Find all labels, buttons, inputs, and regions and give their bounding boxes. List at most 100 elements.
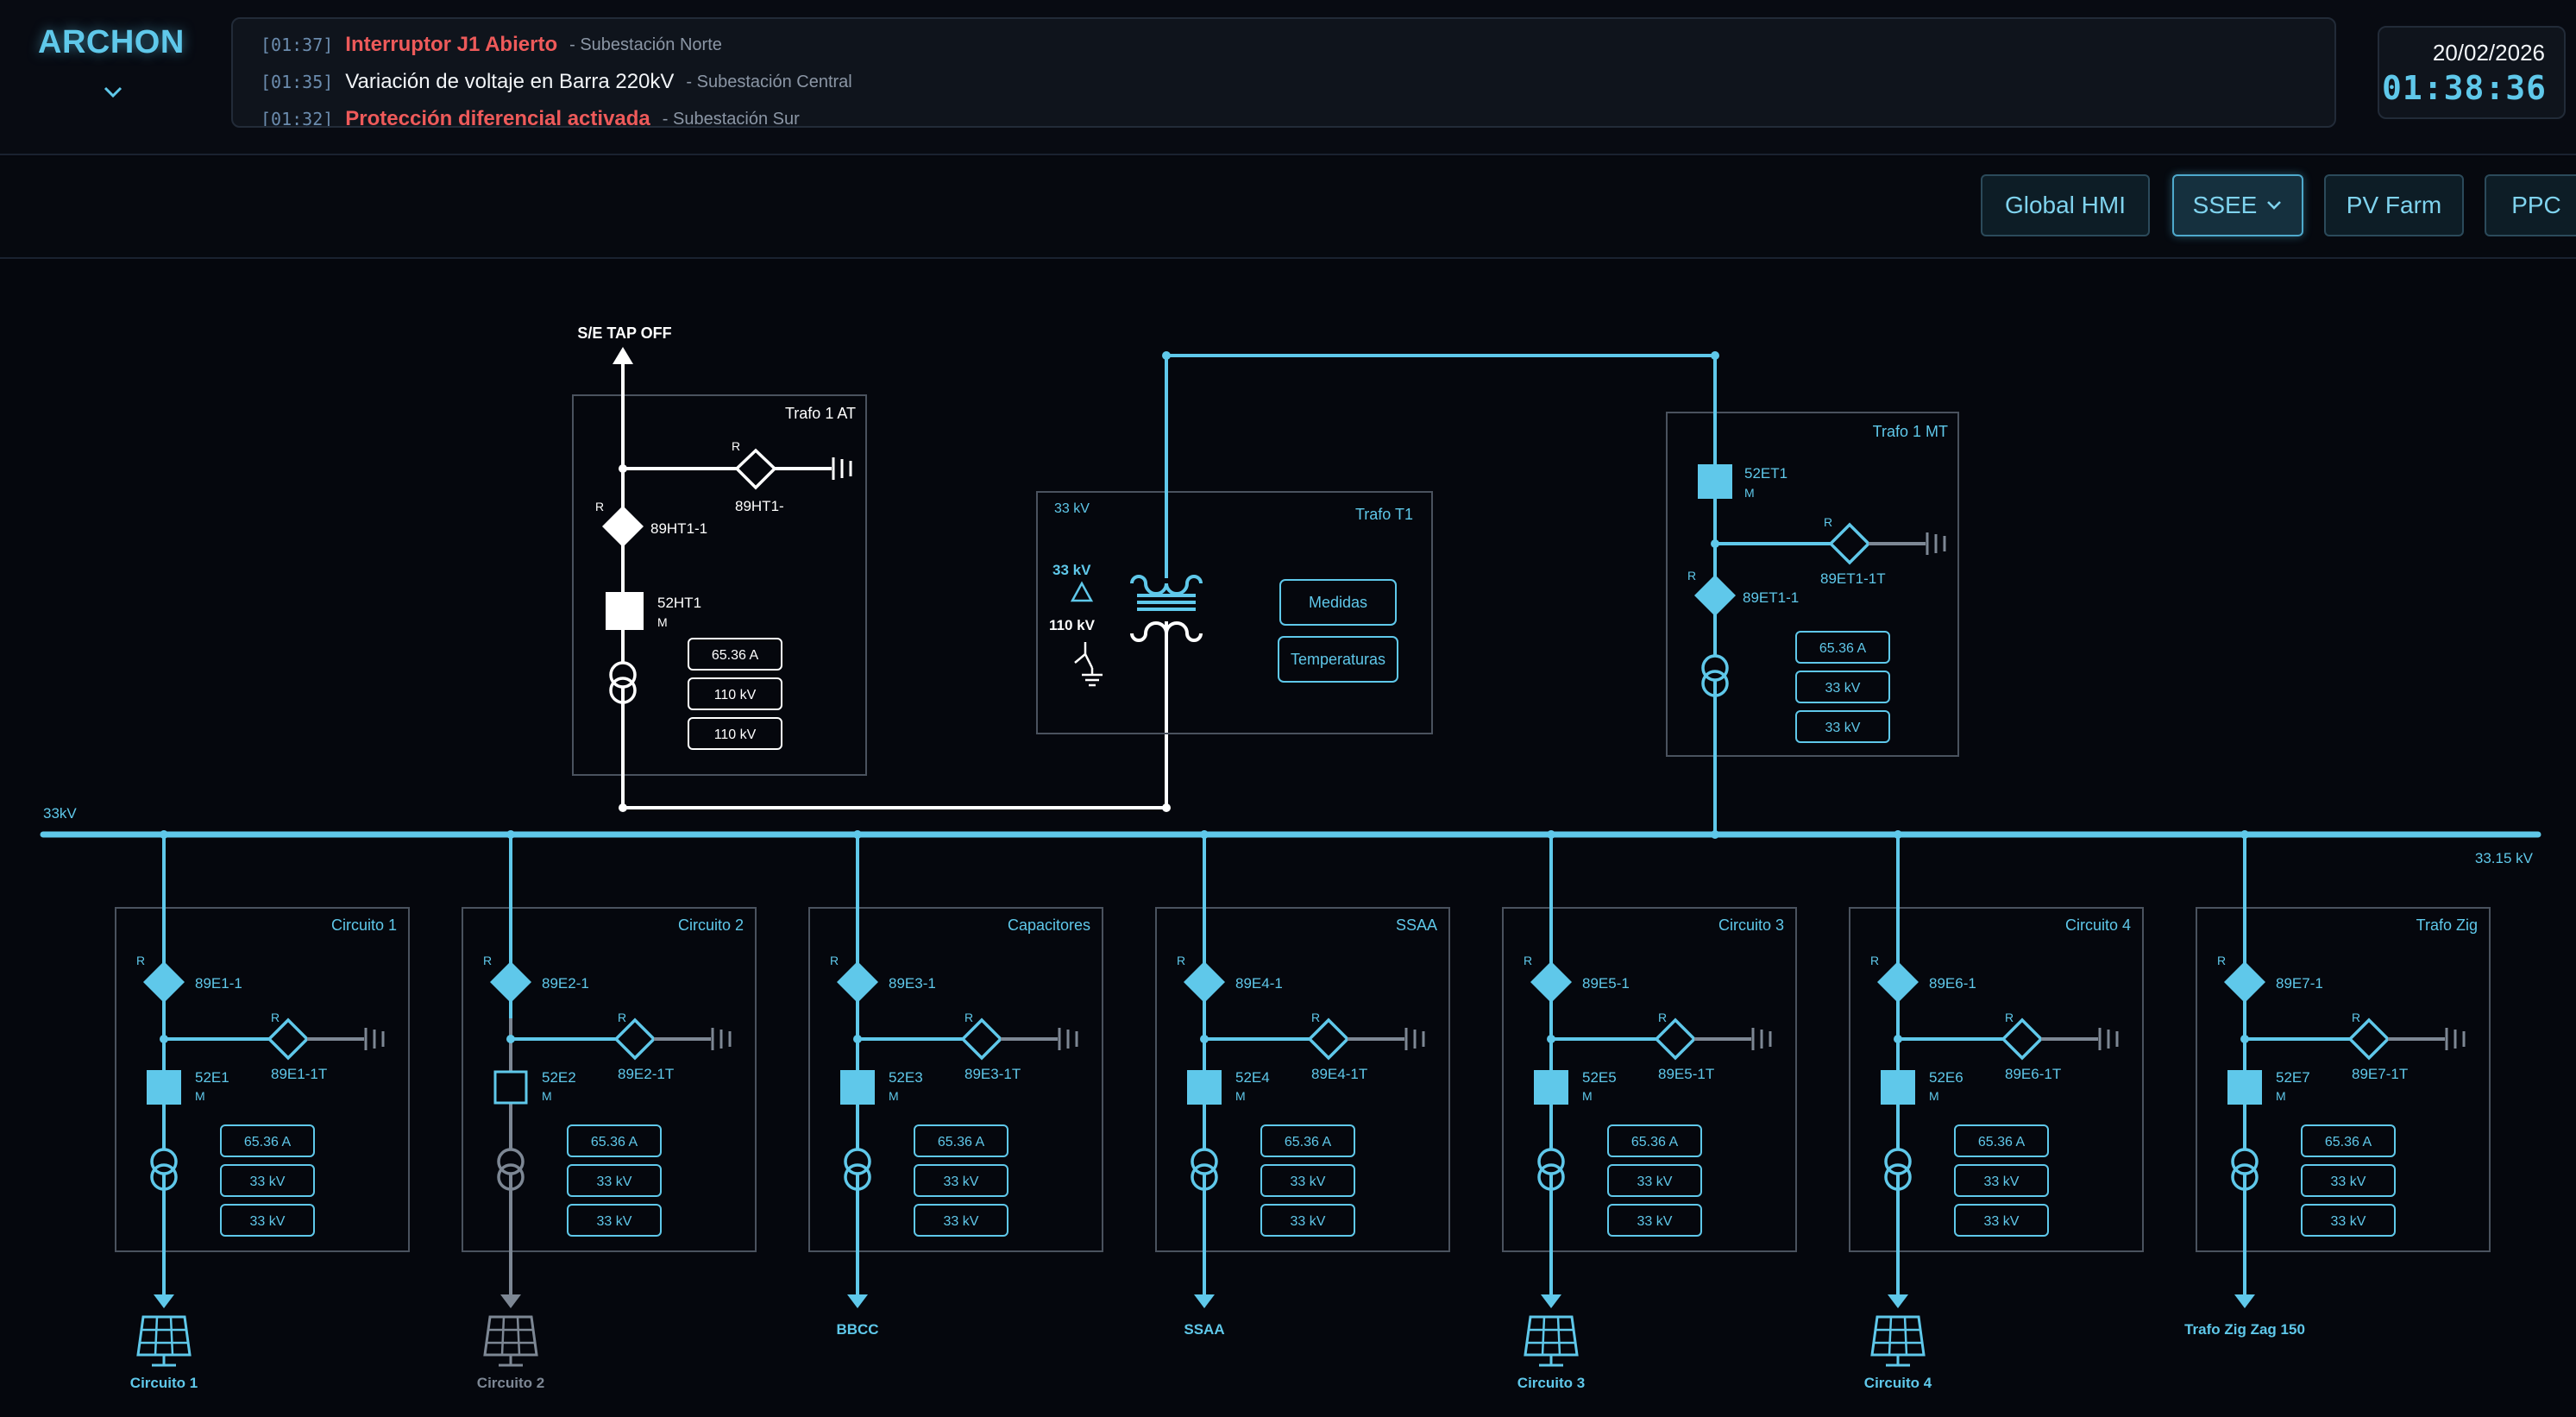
disconnector[interactable] [490, 961, 531, 1003]
measure-box [1260, 1204, 1355, 1237]
current-transformer-icon [844, 1163, 871, 1191]
measure-value: 33 kV [597, 1175, 632, 1189]
feeder-frame [462, 907, 757, 1252]
trafo-t1-primary: 33 kV [1054, 501, 1090, 516]
tag-m: M [1929, 1089, 1939, 1103]
alarm-row[interactable]: [01:35] Variación de voltaje en Barra 22… [261, 65, 852, 99]
measure-box [567, 1124, 662, 1157]
disconnector[interactable] [2224, 961, 2265, 1003]
disconnector[interactable] [1184, 961, 1225, 1003]
tag-r: R [618, 1011, 626, 1024]
trafo-at-measure-boxes: 65.36 A 110 kV 110 kV [688, 638, 782, 750]
disconnector[interactable] [1877, 961, 1919, 1003]
breaker[interactable] [1187, 1070, 1222, 1105]
measure-box [1260, 1164, 1355, 1197]
earth-switch[interactable] [613, 1017, 657, 1061]
breaker[interactable] [2227, 1070, 2262, 1105]
earth-switch-label: 89E5-1T [1658, 1066, 1714, 1082]
measure-value: 33 kV [944, 1175, 979, 1189]
diagram-static: 33kV 33.15 kV Trafo 1 AT S/E TAP OFF R 8… [40, 324, 2541, 866]
earth-switch[interactable] [960, 1017, 1003, 1061]
disconnector-label: 89E5-1 [1582, 975, 1630, 992]
earth-switch[interactable] [1307, 1017, 1350, 1061]
tag-r: R [1658, 1011, 1667, 1024]
nav-global-hmi-button[interactable]: Global HMI [1981, 174, 2150, 236]
nav-ssee-label: SSEE [2192, 192, 2258, 218]
earth-switch[interactable] [2347, 1017, 2391, 1061]
bus-right-label: 33.15 kV [2475, 850, 2534, 866]
feeder-title: Circuito 2 [678, 916, 744, 934]
feeder-frame [1155, 907, 1450, 1252]
earth-switch[interactable] [2001, 1017, 2044, 1061]
disconnector[interactable] [1530, 961, 1572, 1003]
nav-ppc-button[interactable]: PPC [2485, 174, 2576, 236]
earth-switch-89et1-1t[interactable] [1828, 522, 1946, 565]
tag-r: R [1870, 954, 1879, 967]
solar-panel-outline [483, 1315, 538, 1357]
chevron-down-icon[interactable] [102, 85, 124, 100]
alarm-location: - Subestación Sur [662, 109, 800, 128]
breaker[interactable] [1881, 1070, 1915, 1105]
measures-button[interactable]: Medidas [1279, 579, 1397, 626]
disconnector[interactable] [143, 961, 185, 1003]
measure-value: 33 kV [1637, 1175, 1673, 1189]
clock-time: 01:38:36 [2381, 69, 2547, 107]
earth-switch-label: 89ET1-1T [1820, 570, 1886, 587]
nav-pv-farm-label: PV Farm [2346, 192, 2442, 218]
bus-left-label: 33kV [43, 805, 77, 822]
node-dot [2240, 830, 2249, 839]
measure-box [914, 1204, 1008, 1237]
feeder-title: Circuito 4 [2065, 916, 2131, 934]
measure-value: 33 kV [1984, 1214, 2020, 1229]
measure-value: 33 kV [944, 1214, 979, 1229]
current-transformer-icon [1701, 654, 1729, 697]
earth-switch-89ht1[interactable] [734, 448, 852, 490]
breaker-52ht1[interactable] [606, 592, 644, 630]
breaker-label: 52E3 [889, 1069, 923, 1086]
tag-r: R [1524, 954, 1532, 967]
measure-value: 65.36 A [1285, 1135, 1332, 1149]
measure-value: 65.36 A [712, 648, 759, 663]
breaker[interactable] [840, 1070, 875, 1105]
node-dot [160, 830, 168, 839]
arrow-down-icon [1888, 1294, 1908, 1308]
tag-r: R [732, 439, 740, 453]
current-transformer-icon [609, 661, 637, 704]
nav-pv-farm-button[interactable]: PV Farm [2324, 174, 2464, 236]
breaker[interactable] [147, 1070, 181, 1105]
temperatures-button-label: Temperaturas [1291, 651, 1385, 668]
disconnector-89ht1-1[interactable] [602, 506, 644, 547]
breaker[interactable] [493, 1070, 528, 1105]
alarm-row[interactable]: [01:37] Interruptor J1 Abierto - Subesta… [261, 28, 722, 62]
disconnector[interactable] [837, 961, 878, 1003]
measure-value: 33 kV [250, 1175, 286, 1189]
winding-high-label: 33 kV [1052, 562, 1091, 578]
earth-switch[interactable] [267, 1017, 310, 1061]
tag-m: M [542, 1089, 552, 1103]
tag-m: M [889, 1089, 899, 1103]
alarm-feed[interactable]: [01:37] Interruptor J1 Abierto - Subesta… [231, 17, 2336, 128]
measure-box [567, 1204, 662, 1237]
measure-value: 33 kV [1291, 1214, 1326, 1229]
alarm-row[interactable]: [01:32] Protección diferencial activada … [261, 102, 800, 128]
arrow-up-icon [613, 347, 633, 364]
temperatures-button[interactable]: Temperaturas [1278, 636, 1398, 683]
load-label: Circuito 2 [477, 1375, 544, 1391]
breaker[interactable] [1534, 1070, 1568, 1105]
feeder-frame [1849, 907, 2144, 1252]
clock: 20/02/2026 01:38:36 [2378, 26, 2566, 119]
node-dot [853, 830, 862, 839]
tag-r: R [1824, 515, 1832, 529]
solar-panel-outline [1870, 1315, 1926, 1357]
current-transformer-icon [1191, 1163, 1218, 1191]
nav-ssee-button[interactable]: SSEE [2172, 174, 2303, 236]
node-dot [1547, 830, 1555, 839]
measure-box [1607, 1164, 1702, 1197]
breaker-52et1[interactable] [1698, 464, 1732, 499]
transformer-icon[interactable] [1130, 575, 1203, 642]
disconnector-89et1-1[interactable] [1694, 575, 1736, 616]
earth-switch[interactable] [1654, 1017, 1697, 1061]
feeder-frame [2196, 907, 2491, 1252]
measure-value: 65.36 A [591, 1135, 638, 1149]
